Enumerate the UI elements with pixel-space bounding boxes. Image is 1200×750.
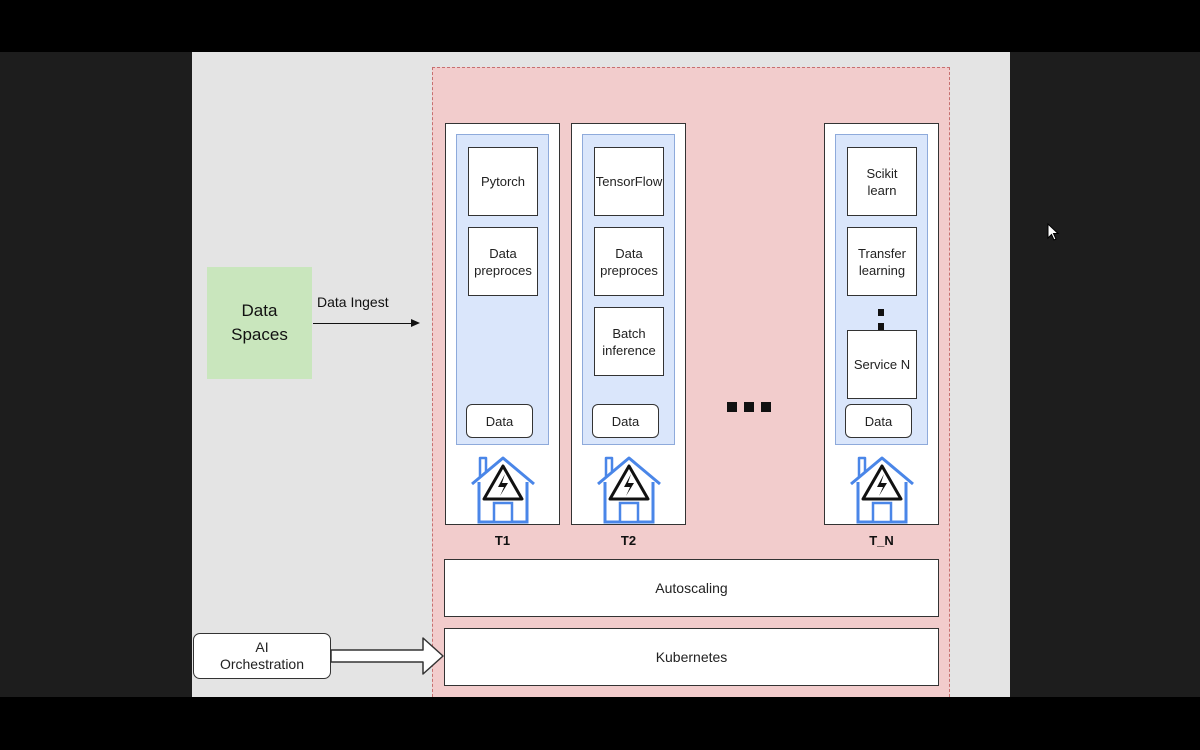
service-pytorch: Pytorch xyxy=(468,147,538,216)
house-power-icon xyxy=(597,456,661,524)
house-power-icon xyxy=(471,456,535,524)
tenant-t2-services-panel: TensorFlow Data preproces Batch inferenc… xyxy=(582,134,675,445)
data-ingest-arrow-line xyxy=(313,323,413,324)
screen-left-margin xyxy=(0,52,192,697)
tenant-t2-label: T2 xyxy=(620,533,637,548)
service-transfer-learning: Transfer learning xyxy=(847,227,917,296)
service-n: Service N xyxy=(847,330,917,399)
service-batch-inference: Batch inference xyxy=(594,307,664,376)
autoscaling-bar: Autoscaling xyxy=(444,559,939,617)
kubernetes-bar: Kubernetes xyxy=(444,628,939,686)
tenant-tn-data: Data xyxy=(845,404,912,438)
data-ingest-arrowhead xyxy=(411,319,420,327)
tenant-tn-label: T_N xyxy=(869,533,894,548)
tenant-t2: TensorFlow Data preproces Batch inferenc… xyxy=(571,123,686,525)
tenant-t1: Pytorch Data preproces Data xyxy=(445,123,560,525)
tenant-t2-data: Data xyxy=(592,404,659,438)
data-ingest-label: Data Ingest xyxy=(317,294,389,310)
ai-orchestration-box: AI Orchestration xyxy=(193,633,331,679)
ellipsis-dots xyxy=(727,402,771,412)
house-power-icon xyxy=(850,456,914,524)
data-spaces-box: Data Spaces xyxy=(207,267,312,379)
service-scikit-learn: Scikit learn xyxy=(847,147,917,216)
ai-orchestration-arrow xyxy=(330,637,444,675)
slide-canvas: Data Spaces Data Ingest Pytorch Data pre… xyxy=(192,52,1010,697)
service-data-preprocessing: Data preproces xyxy=(594,227,664,296)
tenant-t1-label: T1 xyxy=(494,533,511,548)
service-tensorflow: TensorFlow xyxy=(594,147,664,216)
tenant-tn-services-panel: Scikit learn Transfer learning Service N… xyxy=(835,134,928,445)
tenant-t1-data: Data xyxy=(466,404,533,438)
screen-right-margin xyxy=(1010,52,1200,697)
tenant-tn: Scikit learn Transfer learning Service N… xyxy=(824,123,939,525)
tenant-t1-services-panel: Pytorch Data preproces Data xyxy=(456,134,549,445)
service-data-preprocessing: Data preproces xyxy=(468,227,538,296)
mouse-pointer-icon xyxy=(1047,223,1059,241)
